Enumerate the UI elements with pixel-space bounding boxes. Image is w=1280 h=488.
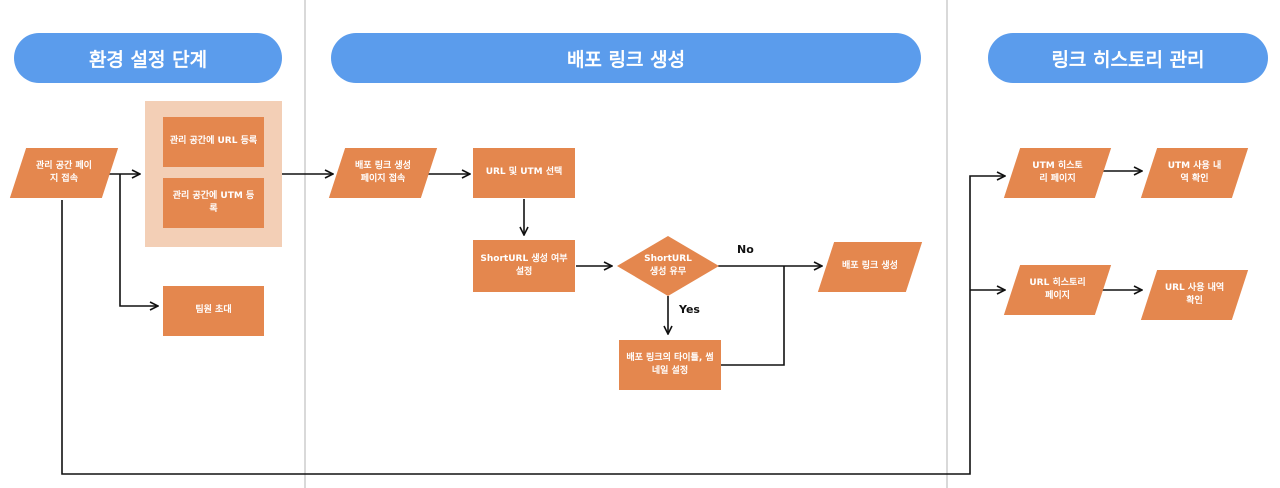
node-register-utm: 관리 공간에 UTM 등록 (163, 178, 264, 228)
node-create-link: 배포 링크 생성 (826, 242, 914, 292)
edge-title-to-create (720, 266, 785, 366)
column-divider-2 (946, 0, 948, 488)
node-shorturl-decision: ShortURL 생성 유무 (617, 236, 719, 296)
edge-admin-to-invite (119, 174, 158, 306)
node-shorturl-setting: ShortURL 생성 여부 설정 (473, 240, 575, 292)
node-url-history-page: URL 히스토리 페이지 (1012, 265, 1103, 315)
header-link-history: 링크 히스토리 관리 (988, 33, 1268, 83)
node-title-thumbnail: 배포 링크의 타이틀, 썸 네일 설정 (619, 340, 721, 390)
edge-admin-to-history (61, 176, 1005, 475)
header-setup-stage: 환경 설정 단계 (14, 33, 282, 83)
node-select-url-utm: URL 및 UTM 선택 (473, 148, 575, 198)
node-invite-team: 팀원 초대 (163, 286, 264, 336)
header-link-creation: 배포 링크 생성 (331, 33, 921, 83)
node-deploy-page-access: 배포 링크 생성 페이지 접속 (337, 148, 429, 198)
label-no: No (737, 243, 754, 256)
decision-diamond-shape (617, 236, 719, 296)
column-divider-1 (304, 0, 306, 488)
node-url-usage-check: URL 사용 내역 확인 (1149, 270, 1240, 320)
node-admin-access: 관리 공간 페이 지 접속 (18, 148, 110, 198)
node-utm-history-page: UTM 히스토 리 페이지 (1012, 148, 1103, 198)
label-yes: Yes (679, 303, 700, 316)
node-register-url: 관리 공간에 URL 등록 (163, 117, 264, 167)
node-utm-usage-check: UTM 사용 내 역 확인 (1149, 148, 1240, 198)
